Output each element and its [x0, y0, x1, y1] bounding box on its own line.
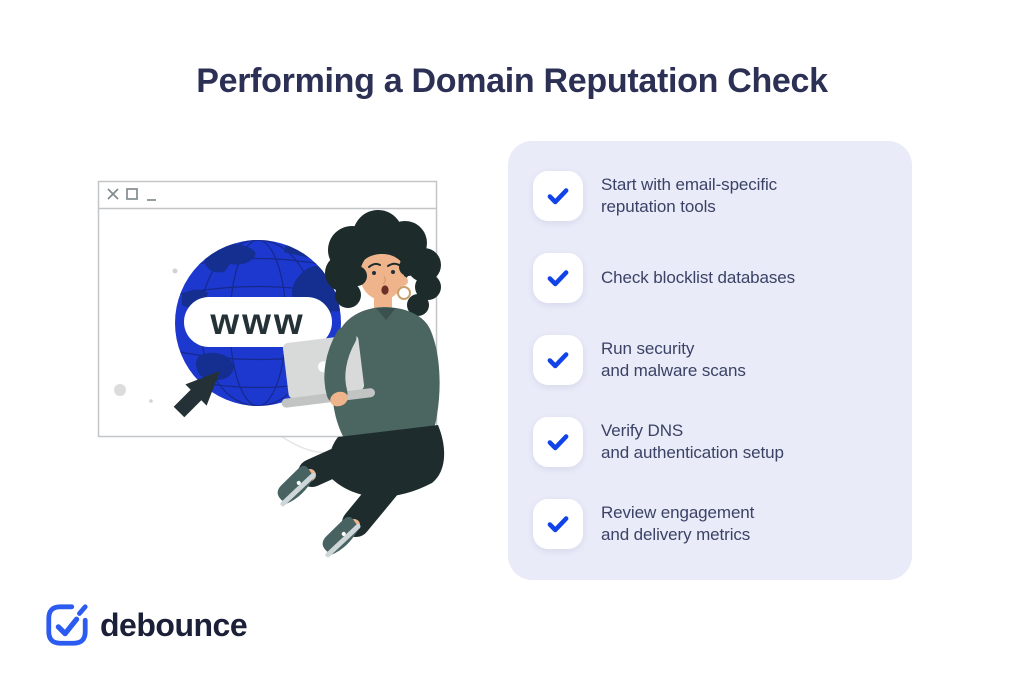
close-icon: [107, 188, 119, 200]
checklist-card: Start with email-specific reputation too…: [508, 141, 912, 580]
checkbox-tile: [533, 171, 583, 221]
checklist-item: Start with email-specific reputation too…: [533, 171, 888, 221]
maximize-icon: [126, 188, 138, 200]
checkbox-tile: [533, 253, 583, 303]
checklist-item-label: Check blocklist databases: [601, 268, 796, 287]
checklist-item-label: Start with email-specific reputation too…: [601, 175, 778, 216]
checkbox-tile: [533, 499, 583, 549]
brand-logo: debounce: [44, 602, 248, 648]
checkbox-tile: [533, 417, 583, 467]
domain-browser-illustration: www: [97, 180, 445, 558]
check-icon: [547, 270, 569, 287]
decorative-dots: [114, 268, 178, 403]
checklist-item: Run security and malware scans: [533, 335, 888, 385]
checklist-item-label: Run security and malware scans: [601, 339, 746, 380]
check-icon: [547, 516, 569, 533]
check-icon: [547, 352, 569, 369]
page-title: Performing a Domain Reputation Check: [196, 62, 828, 100]
check-icon: [547, 188, 569, 205]
check-icon: [547, 434, 569, 451]
cursor-arrow-icon: [173, 371, 220, 418]
checklist-item: Review engagement and delivery metrics: [533, 499, 888, 549]
person-illustration: [277, 210, 445, 558]
checklist-item: Verify DNS and authentication setup: [533, 417, 888, 467]
www-pill: www: [184, 297, 332, 347]
checklist-item-label: Review engagement and delivery metrics: [601, 503, 755, 544]
checklist-item: Check blocklist databases: [533, 253, 888, 303]
checklist-item-label: Verify DNS and authentication setup: [601, 421, 784, 462]
www-label: www: [209, 301, 305, 342]
brand-name: debounce: [100, 607, 248, 643]
debounce-logo-icon: [46, 604, 88, 646]
checkbox-tile: [533, 335, 583, 385]
